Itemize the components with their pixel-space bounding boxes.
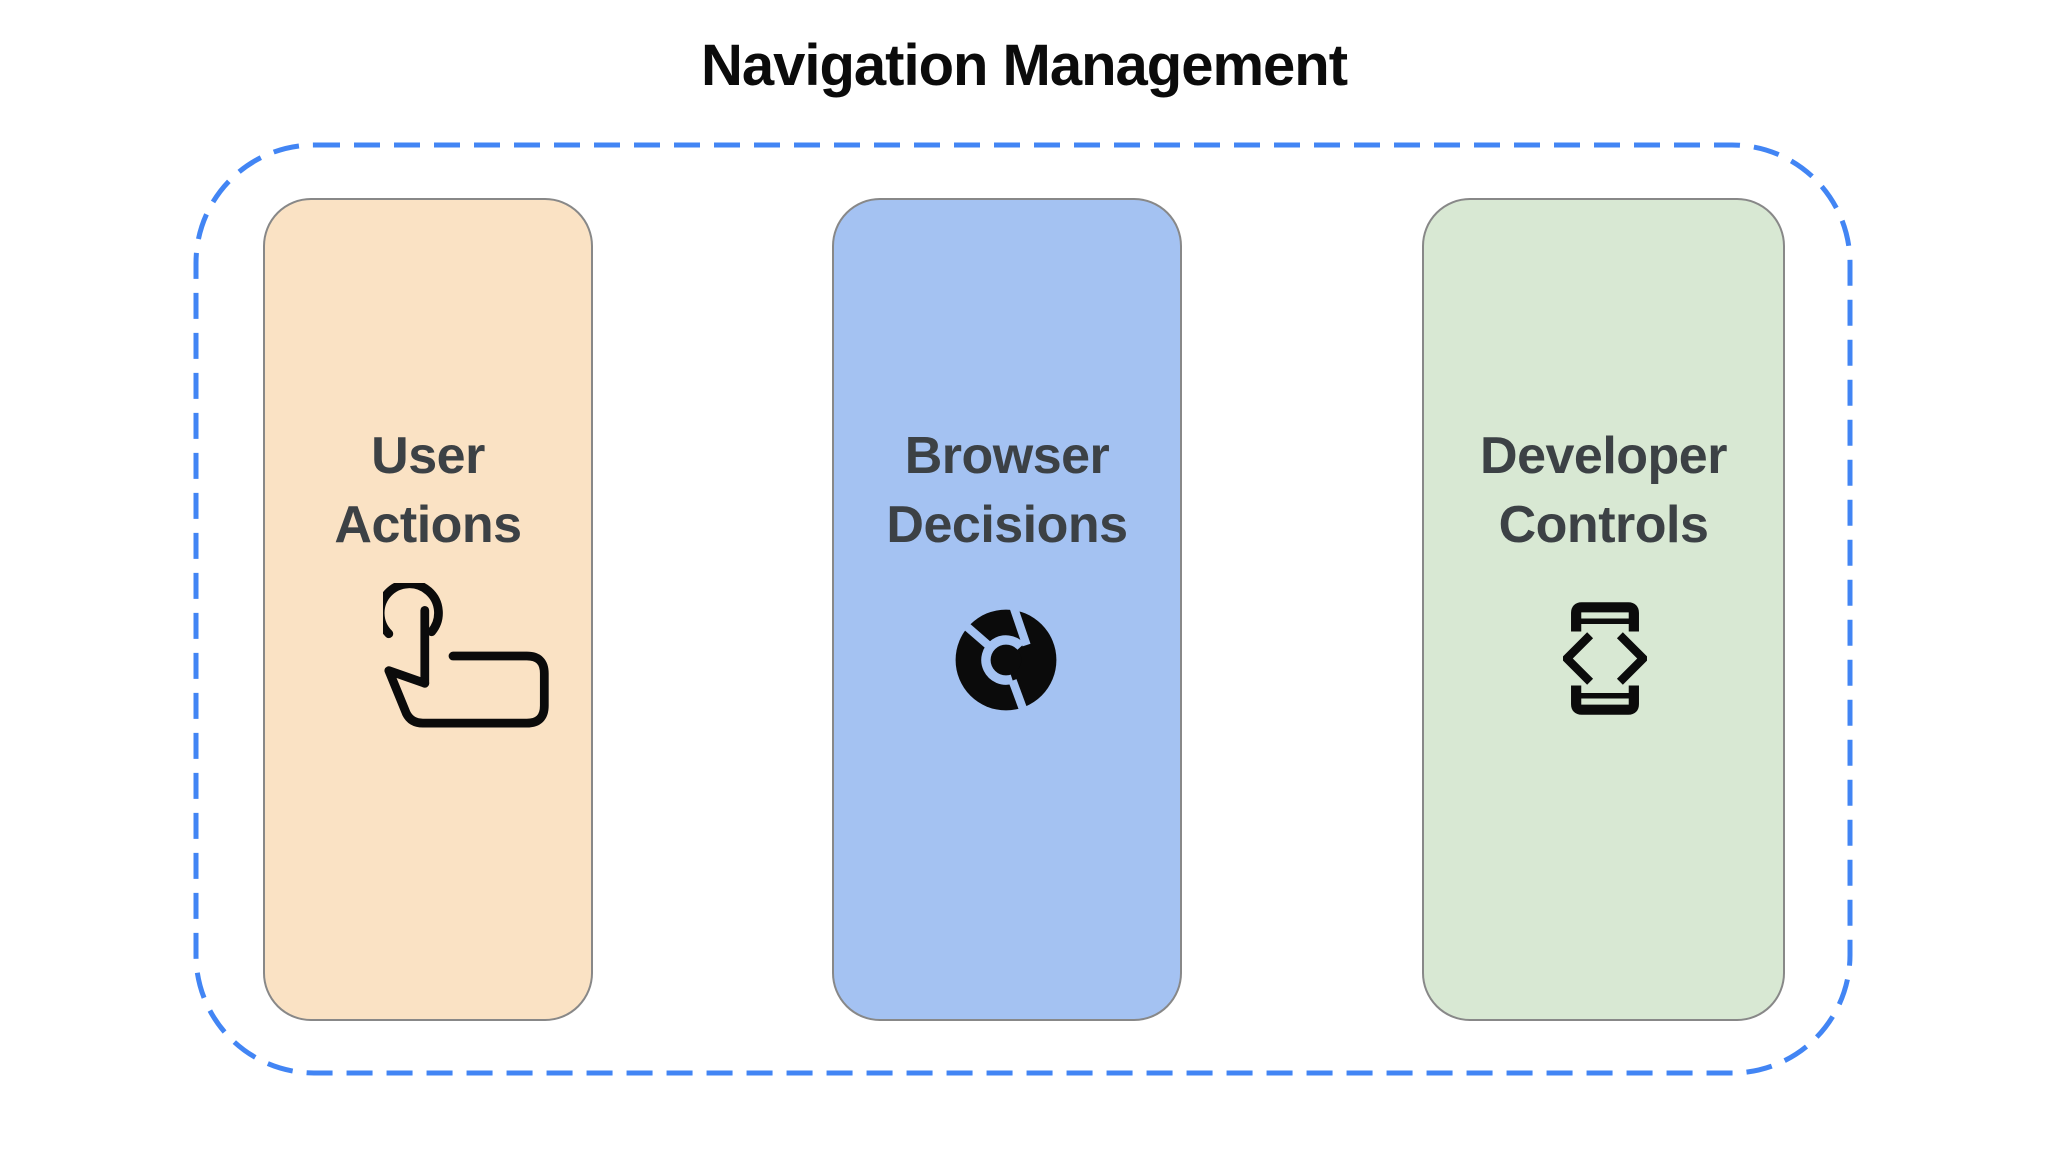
touch-gesture-icon	[383, 583, 549, 728]
card-developer-controls-label: Developer Controls	[1424, 422, 1783, 560]
card-browser-decisions-label-line2: Decisions	[886, 496, 1128, 554]
developer-mode-icon	[1563, 602, 1647, 715]
card-browser-decisions: Browser Decisions	[832, 198, 1182, 1021]
card-browser-decisions-label-line1: Browser	[904, 427, 1110, 485]
card-developer-controls: Developer Controls	[1422, 198, 1785, 1021]
card-developer-controls-label-line1: Developer	[1480, 427, 1727, 485]
card-developer-controls-label-line2: Controls	[1498, 496, 1709, 554]
chrome-browser-icon	[955, 605, 1057, 716]
card-user-actions: User Actions	[263, 198, 593, 1021]
page-title: Navigation Management	[700, 33, 1348, 98]
card-browser-decisions-label: Browser Decisions	[834, 422, 1180, 560]
card-user-actions-label: User Actions	[265, 422, 591, 560]
card-user-actions-label-line2: Actions	[334, 496, 522, 554]
card-user-actions-label-line1: User	[371, 427, 485, 485]
